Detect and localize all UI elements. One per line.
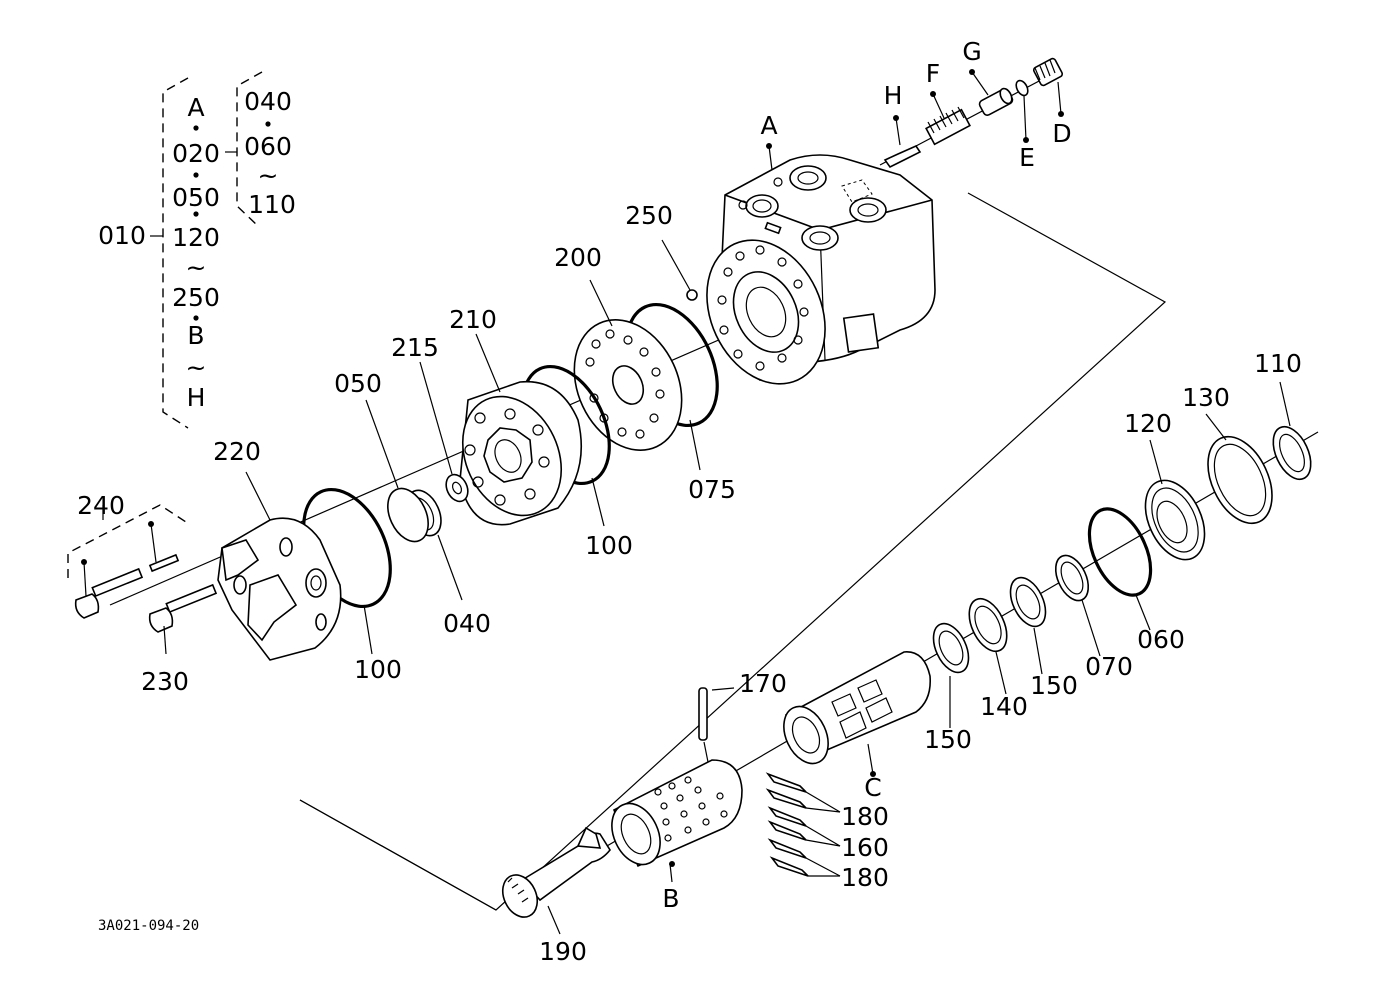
callout-e: E bbox=[1019, 143, 1035, 172]
part-130-seal bbox=[1205, 413, 1273, 525]
bolt-bracket-240 bbox=[67, 504, 187, 578]
callout-100-lower: 100 bbox=[354, 655, 402, 684]
callout-b: B bbox=[662, 884, 679, 913]
part-170-pin bbox=[698, 687, 735, 769]
tree-label-250: 250 bbox=[172, 283, 220, 312]
part-150-washer-a bbox=[1009, 576, 1047, 675]
part-index-tree: 010 A 020 050 120 ~ 250 B ~ H 040 060 ~ … bbox=[98, 71, 296, 429]
callout-c: C bbox=[864, 773, 881, 802]
callout-210: 210 bbox=[449, 305, 497, 334]
callout-050: 050 bbox=[334, 369, 382, 398]
part-240-pin bbox=[148, 553, 180, 573]
callout-170: 170 bbox=[739, 669, 787, 698]
part-c-sleeve bbox=[783, 651, 932, 777]
callout-180-b: 180 bbox=[841, 863, 889, 892]
part-210-gerotor bbox=[459, 333, 583, 526]
callout-d: D bbox=[1052, 119, 1071, 148]
callout-150-b: 150 bbox=[924, 725, 972, 754]
housing-a bbox=[706, 154, 936, 385]
callout-100-upper: 100 bbox=[585, 531, 633, 560]
part-b-spool bbox=[611, 759, 743, 883]
callout-190: 190 bbox=[539, 937, 587, 966]
assembly-frame-bottom bbox=[299, 799, 497, 911]
part-200-plate bbox=[573, 279, 683, 451]
callout-120: 120 bbox=[1124, 409, 1172, 438]
tree-label-050: 050 bbox=[172, 183, 220, 212]
part-h-poppet bbox=[883, 144, 922, 169]
callout-240: 240 bbox=[77, 491, 125, 520]
callout-200: 200 bbox=[554, 243, 602, 272]
callout-230: 230 bbox=[141, 667, 189, 696]
tree-label-b: B bbox=[187, 321, 204, 350]
part-060-oring bbox=[1087, 507, 1153, 631]
callout-160: 160 bbox=[841, 833, 889, 862]
callout-labels: A H F G E D 250 200 210 215 050 220 240 … bbox=[77, 37, 1302, 966]
tree-sub-label-060: 060 bbox=[244, 132, 292, 161]
callout-010: 010 bbox=[98, 221, 146, 250]
part-120-bushing bbox=[1144, 439, 1206, 561]
part-220-end-cap bbox=[217, 471, 342, 661]
part-190-drive-shaft bbox=[501, 826, 611, 935]
callout-g: G bbox=[962, 37, 981, 66]
part-g-sleeve bbox=[978, 87, 1014, 116]
part-230-bolt bbox=[148, 583, 218, 633]
tree-label-tilde-2: ~ bbox=[186, 353, 207, 382]
callout-h: H bbox=[884, 81, 903, 110]
tree-label-a: A bbox=[187, 93, 204, 122]
callout-070: 070 bbox=[1085, 652, 1133, 681]
part-240-bolt bbox=[74, 567, 144, 619]
part-d-plug bbox=[1032, 57, 1064, 87]
callout-040: 040 bbox=[443, 609, 491, 638]
part-250-ball bbox=[686, 289, 698, 301]
callout-140: 140 bbox=[980, 692, 1028, 721]
relief-valve-parts bbox=[766, 57, 1064, 171]
part-215-washer bbox=[419, 361, 469, 503]
tree-label-020: 020 bbox=[172, 139, 220, 168]
callout-a: A bbox=[760, 111, 777, 140]
tree-sub-label-040: 040 bbox=[244, 87, 292, 116]
callout-215: 215 bbox=[391, 333, 439, 362]
bolts-230-240 bbox=[67, 504, 218, 655]
drawing-code: 3A021-094-20 bbox=[98, 918, 199, 934]
part-070-seal bbox=[1054, 554, 1101, 657]
part-050-plug bbox=[365, 399, 429, 543]
tree-label-120: 120 bbox=[172, 223, 220, 252]
part-140-bearing bbox=[968, 597, 1008, 695]
callout-220: 220 bbox=[213, 437, 261, 466]
callout-110: 110 bbox=[1254, 349, 1302, 378]
part-e-oring bbox=[1015, 79, 1029, 97]
part-f-spring bbox=[925, 106, 971, 146]
callout-060: 060 bbox=[1137, 625, 1185, 654]
tree-sub-label-110: 110 bbox=[248, 190, 296, 219]
centering-springs bbox=[765, 772, 841, 877]
part-110-ring bbox=[1272, 381, 1312, 481]
tree-sub-label-tilde: ~ bbox=[258, 161, 279, 190]
callout-075: 075 bbox=[688, 475, 736, 504]
callout-150-a: 150 bbox=[1030, 671, 1078, 700]
callout-130: 130 bbox=[1182, 383, 1230, 412]
tree-label-h: H bbox=[187, 383, 206, 412]
tree-main-bracket bbox=[162, 77, 189, 429]
callout-180-a: 180 bbox=[841, 802, 889, 831]
callout-f: F bbox=[926, 59, 940, 88]
tree-label-tilde-1: ~ bbox=[186, 253, 207, 282]
part-150-washer-b bbox=[932, 622, 970, 728]
callout-250: 250 bbox=[625, 201, 673, 230]
